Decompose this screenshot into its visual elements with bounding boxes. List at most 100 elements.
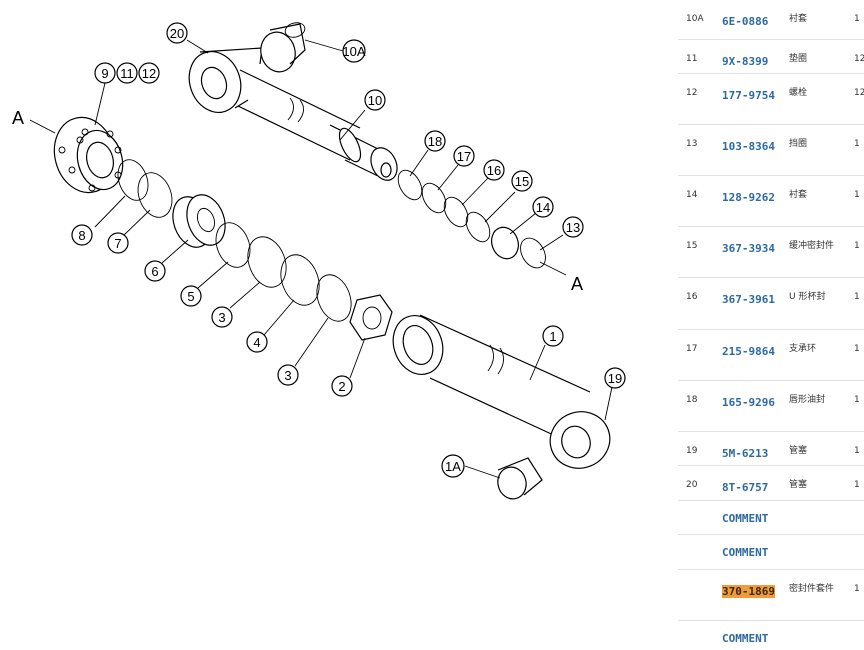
exploded-parts-diagram: 20 10A 9 11 12 10 18 17 16 15 14 13 8 7 … xyxy=(12,22,626,500)
part-qty: 1 xyxy=(854,480,860,490)
callout-15: 15 xyxy=(511,170,533,192)
part-number-link[interactable]: 6E-0886 xyxy=(722,15,769,28)
comment-row: COMMENT xyxy=(678,621,864,650)
svg-text:10: 10 xyxy=(368,93,382,108)
row-index: 13 xyxy=(686,139,698,149)
table-row: 14 128-9262 衬套 1 xyxy=(678,176,864,227)
row-index: 15 xyxy=(686,241,698,251)
part-qty: 1 xyxy=(854,241,860,251)
svg-text:14: 14 xyxy=(536,200,550,215)
row-index: 10A xyxy=(686,14,704,24)
table-row: 13 103-8364 挡圈 1 xyxy=(678,125,864,176)
row-index: 14 xyxy=(686,190,698,200)
svg-text:1A: 1A xyxy=(445,459,461,474)
svg-text:3: 3 xyxy=(218,310,225,325)
callout-1a: 1A xyxy=(441,454,465,478)
comment-row: COMMENT xyxy=(678,535,864,570)
part-name: 唇形油封 xyxy=(789,395,826,405)
part-name: 螺栓 xyxy=(789,88,808,98)
row-index: 11 xyxy=(686,54,698,64)
part-name: 支承环 xyxy=(789,344,817,354)
part-qty: 12 xyxy=(854,88,864,98)
svg-text:16: 16 xyxy=(487,163,501,178)
svg-text:19: 19 xyxy=(608,371,622,386)
part-number-link[interactable]: 215-9864 xyxy=(722,345,775,358)
table-row: 12 177-9754 螺栓 12 xyxy=(678,74,864,125)
part-qty: 1 xyxy=(854,395,860,405)
svg-text:20: 20 xyxy=(170,26,184,41)
svg-text:17: 17 xyxy=(457,149,471,164)
part-number-link[interactable]: 165-9296 xyxy=(722,396,775,409)
svg-text:10A: 10A xyxy=(342,44,365,59)
callout-4: 4 xyxy=(246,331,268,353)
part-number-link[interactable]: 177-9754 xyxy=(722,89,775,102)
row-index: 19 xyxy=(686,446,698,456)
table-row: 10A 6E-0886 衬套 1 xyxy=(678,0,864,40)
leader-lines xyxy=(29,39,613,479)
part-number-link[interactable]: 367-3961 xyxy=(722,293,775,306)
part-number-link[interactable]: 128-9262 xyxy=(722,191,775,204)
cylinder-barrel xyxy=(392,314,611,500)
table-row: 19 5M-6213 管塞 1 xyxy=(678,432,864,466)
part-name: 衬套 xyxy=(789,190,808,200)
svg-text:9: 9 xyxy=(101,66,108,81)
part-qty: 1 xyxy=(854,584,860,594)
part-number-link[interactable]: 8T-6757 xyxy=(722,481,769,494)
callout-8: 8 xyxy=(71,224,93,246)
callout-18: 18 xyxy=(424,130,446,152)
callout-11: 11 xyxy=(116,62,138,84)
callout-9: 9 xyxy=(94,62,116,84)
part-name: 挡圈 xyxy=(789,139,808,149)
callout-10a: 10A xyxy=(342,39,366,63)
part-name: U 形杯封 xyxy=(789,292,826,302)
svg-text:4: 4 xyxy=(253,335,260,350)
part-number-link[interactable]: 103-8364 xyxy=(722,140,775,153)
row-index: 18 xyxy=(686,395,698,405)
table-row: 17 215-9864 支承环 1 xyxy=(678,330,864,381)
parts-list-table: 10A 6E-0886 衬套 1 11 9X-8399 垫圈 12 12 177… xyxy=(678,0,864,650)
cylinder-head xyxy=(53,116,124,194)
table-row: 11 9X-8399 垫圈 12 xyxy=(678,40,864,74)
part-qty: 1 xyxy=(854,14,860,24)
part-qty: 1 xyxy=(854,139,860,149)
comment-link[interactable]: COMMENT xyxy=(722,632,769,645)
svg-text:3: 3 xyxy=(284,368,291,383)
comment-link[interactable]: COMMENT xyxy=(722,546,769,559)
part-number-link[interactable]: 5M-6213 xyxy=(722,447,769,460)
svg-text:18: 18 xyxy=(428,134,442,149)
row-index: 20 xyxy=(686,480,698,490)
part-name: 密封件套件 xyxy=(789,584,835,594)
callout-14: 14 xyxy=(532,196,554,218)
row-index: 16 xyxy=(686,292,698,302)
svg-text:8: 8 xyxy=(78,228,85,243)
highlighted-part-number: 370-1869 xyxy=(722,585,775,598)
part-name: 缓冲密封件 xyxy=(789,241,835,251)
rod-assembly xyxy=(188,22,398,181)
part-number-link-highlighted[interactable]: 370-1869 xyxy=(722,583,778,600)
part-qty: 1 xyxy=(854,344,860,354)
section-label-a-left: A xyxy=(12,108,24,128)
part-number-link[interactable]: 367-3934 xyxy=(722,242,775,255)
svg-text:6: 6 xyxy=(151,264,158,279)
callout-12: 12 xyxy=(138,62,160,84)
callout-7: 7 xyxy=(107,232,129,254)
part-number-link[interactable]: 9X-8399 xyxy=(722,55,769,68)
row-index: 12 xyxy=(686,88,698,98)
callout-5: 5 xyxy=(180,285,202,307)
svg-text:12: 12 xyxy=(142,66,156,81)
svg-text:2: 2 xyxy=(338,379,345,394)
comment-link[interactable]: COMMENT xyxy=(722,512,769,525)
callout-3a: 3 xyxy=(211,306,233,328)
table-row: 15 367-3934 缓冲密封件 1 xyxy=(678,227,864,278)
part-qty: 1 xyxy=(854,446,860,456)
callout-10: 10 xyxy=(364,89,386,111)
part-name: 衬套 xyxy=(789,14,808,24)
callouts: 20 10A 9 11 12 10 18 17 16 15 14 13 8 7 … xyxy=(71,22,626,478)
callout-16: 16 xyxy=(483,159,505,181)
callout-2: 2 xyxy=(331,375,353,397)
callout-19: 19 xyxy=(604,367,626,389)
part-name: 管塞 xyxy=(789,446,808,456)
svg-text:11: 11 xyxy=(120,66,134,81)
comment-row: COMMENT xyxy=(678,501,864,535)
table-row-highlighted: 370-1869 密封件套件 1 xyxy=(678,570,864,621)
